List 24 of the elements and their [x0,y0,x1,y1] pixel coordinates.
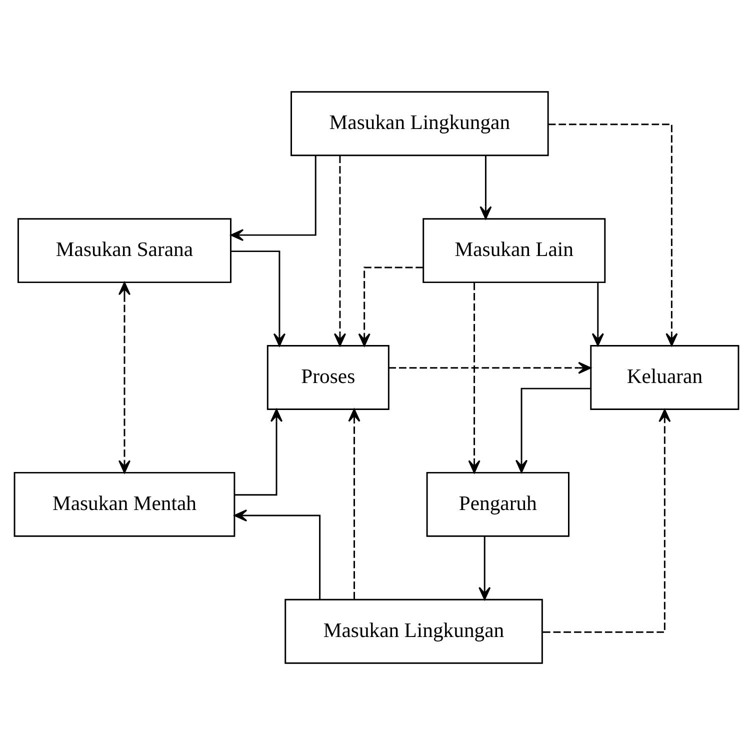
arrow [592,282,604,346]
arrow [358,266,424,346]
arrow [388,361,592,374]
arrow [542,408,671,632]
arrow [230,155,316,241]
node-box: Masukan Mentah [14,471,236,536]
node-box: Masukan Lingkungan [290,90,549,156]
arrow [468,282,480,473]
arrow [334,155,346,346]
arrow [478,536,491,600]
arrow [548,123,678,346]
node-box: Pengaruh [426,471,570,536]
arrow [118,281,131,473]
node-box: Keluaran [590,344,740,410]
node-box: Proses [266,344,390,410]
arrow [230,250,286,346]
arrow [515,387,591,472]
arrow [234,508,321,599]
arrow [348,408,360,599]
node-box: Masukan Sarana [17,218,232,283]
arrow [234,408,283,496]
node-box: Masukan Lingkungan [284,598,543,664]
node-box: Masukan Lain [422,218,606,283]
arrow [480,155,492,219]
